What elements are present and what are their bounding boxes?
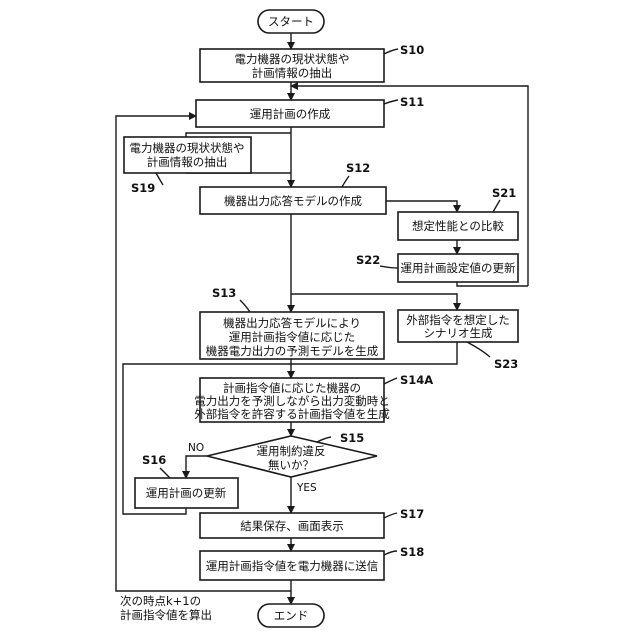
s22-text: 運用計画設定値の更新 <box>401 261 516 275</box>
end-label: エンド <box>274 609 309 623</box>
s12-text: 機器出力応答モデルの作成 <box>224 194 362 208</box>
s13-line-1: 機器出力応答モデルにより <box>223 316 361 330</box>
label-s19: S19 <box>131 181 155 195</box>
label-s11: S11 <box>400 95 424 109</box>
step-s16: 運用計画の更新 <box>135 478 238 508</box>
s13-line-2: 運用計画指令値に応じた <box>229 330 356 344</box>
step-s12: 機器出力応答モデルの作成 <box>200 187 386 214</box>
s16-text: 運用計画の更新 <box>146 486 227 500</box>
s18-text: 運用計画指令値を電力機器に送信 <box>206 559 379 573</box>
branch-no-label: NO <box>188 442 204 454</box>
s10-line-2: 計画情報の抽出 <box>252 66 333 80</box>
s19-line-1: 電力機器の現状状態や <box>130 141 245 155</box>
s10-line-1: 電力機器の現状状態や <box>235 52 350 66</box>
s15-line-2: 無いか？ <box>268 458 314 472</box>
loop-note-line-1: 次の時点k+1の <box>120 594 201 608</box>
branch-yes-label: YES <box>296 482 317 494</box>
s15-line-1: 運用制約違反 <box>257 444 326 458</box>
end-terminal: エンド <box>258 604 324 627</box>
step-s13: 機器出力応答モデルにより 運用計画指令値に応じた 機器電力出力の予測モデルを生成 <box>200 312 384 359</box>
label-s23: S23 <box>494 357 518 371</box>
label-s12: S12 <box>346 161 370 175</box>
step-s21: 想定性能との比較 <box>398 212 518 240</box>
loop-note: 次の時点k+1の 計画指令値を算出 <box>120 594 212 622</box>
label-s10: S10 <box>400 43 424 57</box>
s19-line-2: 計画情報の抽出 <box>147 155 228 169</box>
label-s16: S16 <box>142 453 166 467</box>
step-s23: 外部指令を想定した シナリオ生成 <box>398 310 518 342</box>
s13-line-3: 機器電力出力の予測モデルを生成 <box>206 344 379 358</box>
label-s13: S13 <box>212 286 236 300</box>
s11-text: 運用計画の作成 <box>250 107 331 121</box>
label-s17: S17 <box>400 507 424 521</box>
s21-text: 想定性能との比較 <box>412 219 504 233</box>
step-s18: 運用計画指令値を電力機器に送信 <box>200 551 384 580</box>
s17-text: 結果保存、画面表示 <box>240 519 344 533</box>
start-label: スタート <box>268 15 314 29</box>
step-s14a: 計画指令値に応じた機器の 電力出力を予測しながら出力変動時と 外部指令を許容する… <box>194 378 390 422</box>
label-s18: S18 <box>400 545 424 559</box>
s23-line-1: 外部指令を想定した <box>406 313 510 327</box>
s14a-line-3: 外部指令を許容する計画指令値を生成 <box>194 407 390 421</box>
step-s22: 運用計画設定値の更新 <box>398 254 518 282</box>
step-s17: 結果保存、画面表示 <box>200 513 384 538</box>
label-s21: S21 <box>492 186 516 200</box>
step-s11: 運用計画の作成 <box>196 100 384 127</box>
s23-line-2: シナリオ生成 <box>424 326 493 340</box>
label-s14a: S14A <box>400 373 433 387</box>
s14a-line-2: 電力出力を予測しながら出力変動時と <box>194 394 390 408</box>
step-s10: 電力機器の現状状態や 計画情報の抽出 <box>200 49 384 82</box>
s14a-line-1: 計画指令値に応じた機器の <box>223 381 361 395</box>
step-s19: 電力機器の現状状態や 計画情報の抽出 <box>124 137 251 173</box>
label-s15: S15 <box>340 431 364 445</box>
label-s22: S22 <box>356 253 380 267</box>
loop-note-line-2: 計画指令値を算出 <box>120 608 212 622</box>
start-terminal: スタート <box>258 10 324 33</box>
